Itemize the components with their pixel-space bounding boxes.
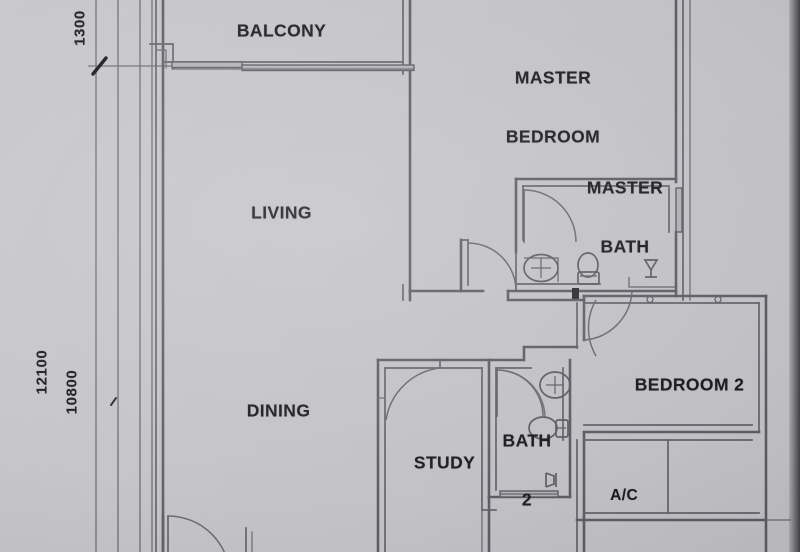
master-bedroom-line-1: MASTER bbox=[514, 67, 592, 88]
room-label-bedroom-2: BEDROOM 2 bbox=[634, 374, 745, 395]
room-label-ac: A/C bbox=[610, 487, 639, 505]
room-label-master-bath: MASTER BATH bbox=[587, 140, 663, 297]
detail-lines bbox=[689, 299, 791, 521]
room-label-balcony: BALCONY bbox=[236, 20, 327, 41]
master-bath-line-2: BATH bbox=[600, 236, 650, 257]
master-bath-line-1: MASTER bbox=[586, 177, 664, 198]
master-bath-fixtures bbox=[523, 252, 676, 288]
entry-door bbox=[161, 514, 253, 552]
room-label-study: STUDY bbox=[413, 452, 476, 473]
room-label-dining: DINING bbox=[246, 400, 311, 421]
dimension-label-10800: 10800 bbox=[63, 369, 81, 415]
dimension-label-1300: 1300 bbox=[71, 10, 89, 46]
study-walls bbox=[376, 358, 497, 552]
room-label-living: LIVING bbox=[251, 202, 312, 223]
bath-2-line-2: 2 bbox=[521, 489, 533, 510]
bath-2-walls bbox=[487, 345, 579, 499]
dimension-lines bbox=[88, 0, 175, 552]
ac-ledge bbox=[575, 430, 768, 552]
corridor-walls bbox=[506, 289, 597, 357]
master-bath-walls bbox=[506, 177, 678, 299]
master-bedroom-line-2: BEDROOM bbox=[505, 126, 601, 147]
room-label-master-bedroom: MASTER BEDROOM bbox=[506, 30, 600, 187]
dimension-label-12100: 12100 bbox=[33, 349, 51, 395]
master-bedroom-window bbox=[675, 187, 683, 233]
bath-2-fixtures bbox=[528, 371, 571, 440]
room-label-bath-2: BATH 2 bbox=[503, 393, 552, 550]
bedroom-2-walls bbox=[576, 291, 768, 552]
balcony-walls bbox=[149, 43, 415, 72]
bath-2-line-1: BATH bbox=[502, 430, 552, 451]
living-dining-walls bbox=[402, 238, 517, 302]
